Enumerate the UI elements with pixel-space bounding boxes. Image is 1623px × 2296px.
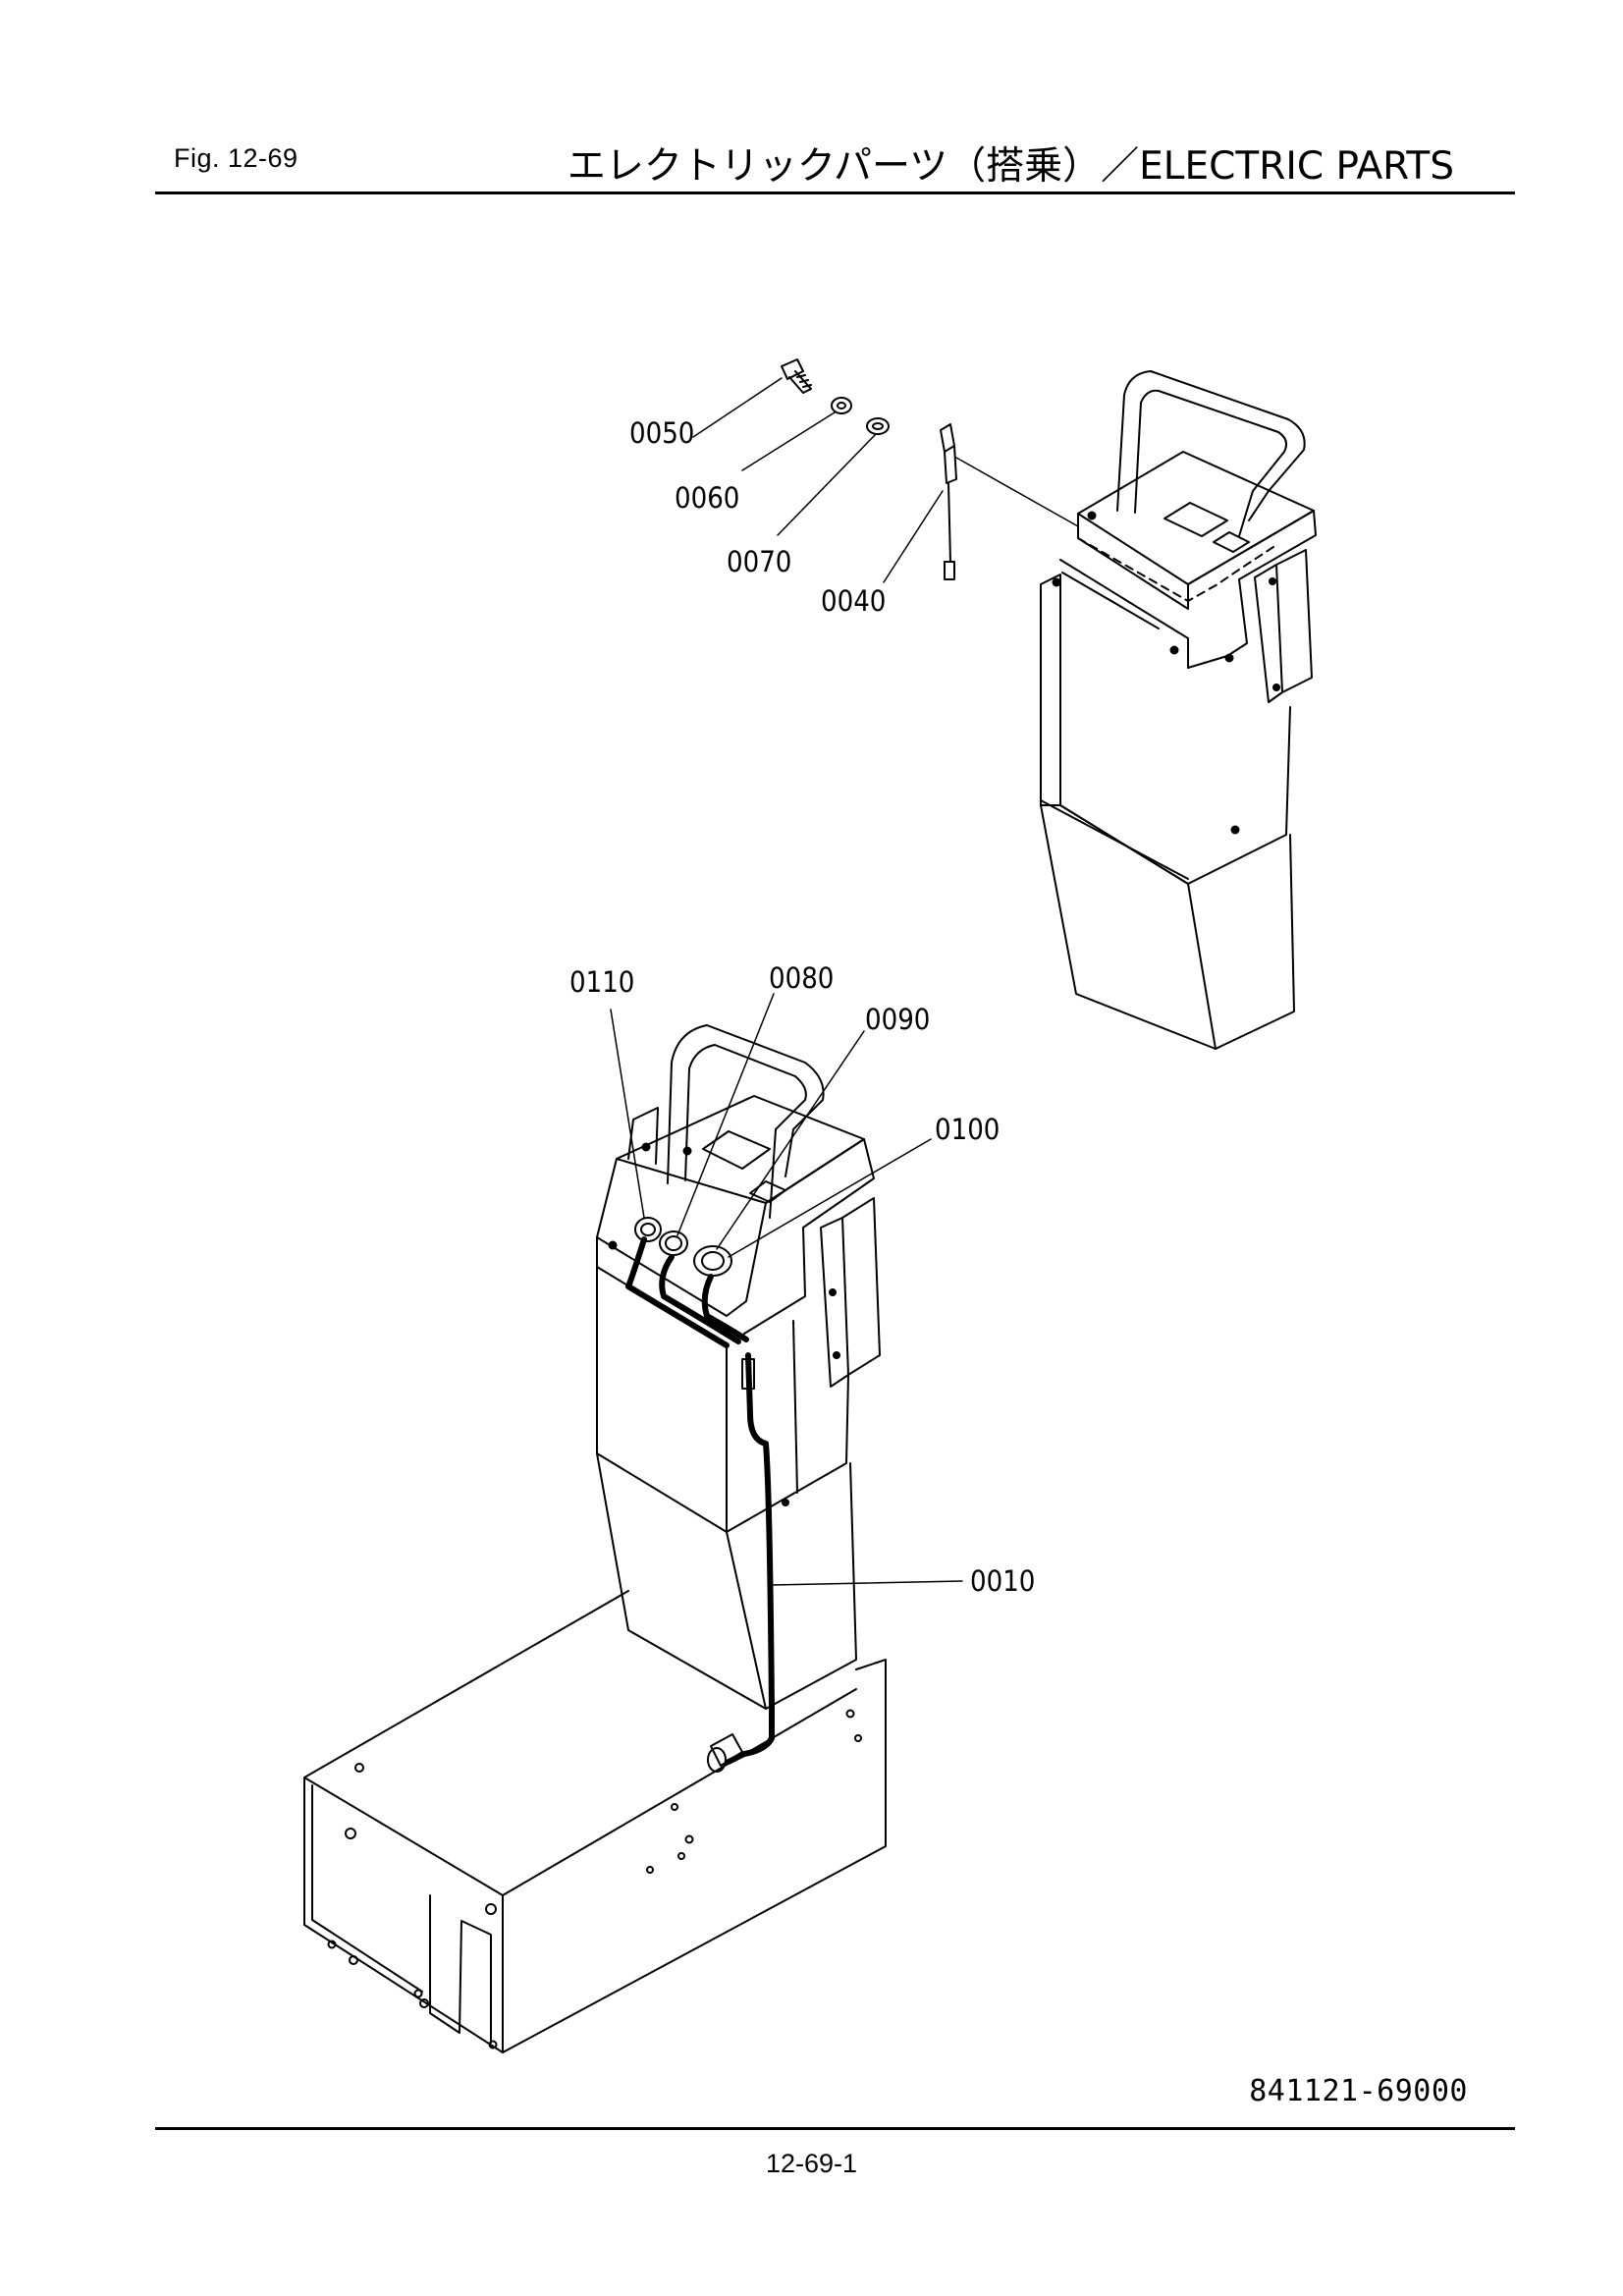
leader-lines xyxy=(610,377,963,1586)
callout-0110: 0110 xyxy=(569,965,634,999)
callout-0100: 0100 xyxy=(935,1113,1000,1146)
callout-0080: 0080 xyxy=(769,961,834,995)
callout-0050: 0050 xyxy=(629,416,694,450)
lower-column-assembly xyxy=(303,1024,887,2053)
figure-label: Fig. 12-69 xyxy=(174,143,298,173)
page-title: エレクトリックパーツ（搭乗）／ELECTRIC PARTS xyxy=(567,144,1454,189)
panel-components xyxy=(634,1217,732,1277)
callout-0090: 0090 xyxy=(865,1003,930,1036)
wiring-harness xyxy=(625,1236,775,1765)
upper-column-assembly xyxy=(1040,370,1317,1050)
footer-rule xyxy=(155,2127,1515,2130)
harness-connectors xyxy=(707,1358,755,1773)
header-rule xyxy=(155,191,1515,194)
callout-0010: 0010 xyxy=(970,1564,1035,1598)
callout-0040: 0040 xyxy=(821,584,886,618)
callout-0070: 0070 xyxy=(727,545,791,578)
callout-0060: 0060 xyxy=(675,481,739,515)
page-number: 12-69-1 xyxy=(765,2149,858,2178)
exploded-fasteners xyxy=(781,358,1079,580)
drawing-number: 841121-69000 xyxy=(1249,2074,1468,2108)
